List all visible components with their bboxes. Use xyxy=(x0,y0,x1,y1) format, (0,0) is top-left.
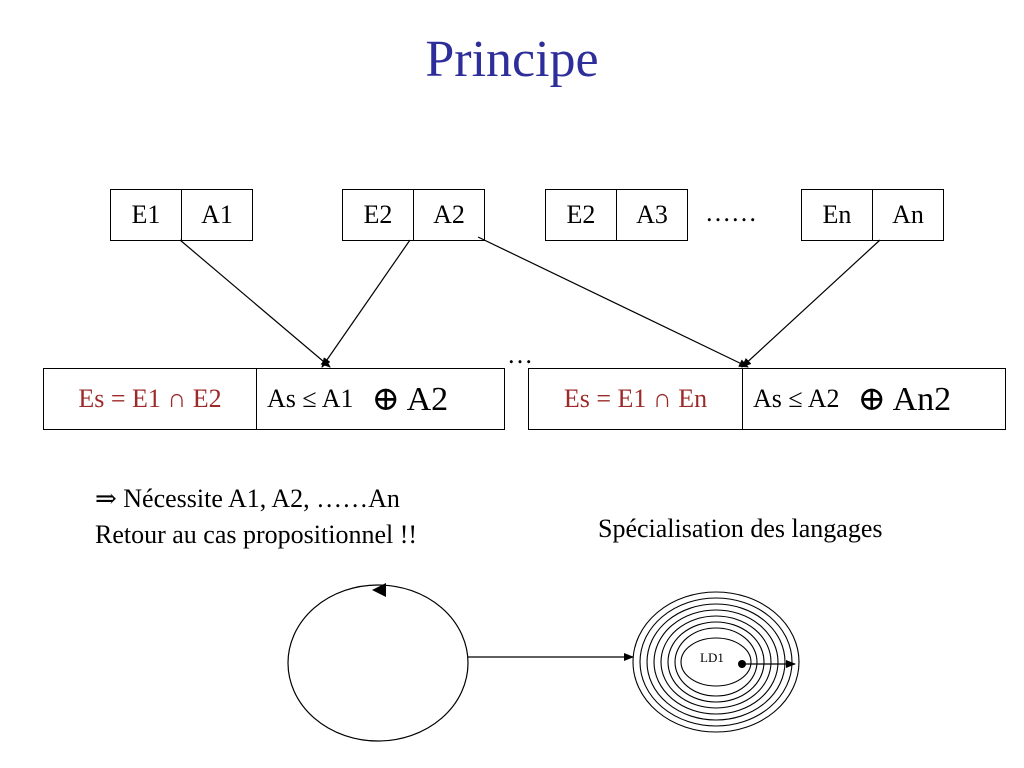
middle-ellipsis: … xyxy=(507,340,533,369)
pair-e-label: En xyxy=(822,200,852,229)
result-operation: As ≤ A1 ⊕ A2 xyxy=(256,369,504,429)
arrow-a2-to-result-2 xyxy=(477,236,749,368)
pair-box-3: E2 A3 xyxy=(545,189,688,241)
pair-e-label: E2 xyxy=(363,200,393,229)
pair-e-label: E2 xyxy=(566,200,596,229)
result-bound-label: As ≤ A1 xyxy=(267,384,354,413)
pair-e-label: E1 xyxy=(131,200,161,229)
cycle-circle xyxy=(287,584,469,742)
arrow-a1-to-result-1 xyxy=(179,239,331,368)
pair-a-label: A3 xyxy=(616,190,687,240)
pair-a-label: A1 xyxy=(181,190,252,240)
result-box-2: Es = E1 ∩ En As ≤ A2 ⊕ An2 xyxy=(528,368,1006,430)
note-line-1: ⇒ Nécessite A1, A2, ……An xyxy=(95,484,400,513)
page-title: Principe xyxy=(425,31,599,88)
note-line-2: Retour au cas propositionnel !! xyxy=(95,520,418,549)
specialisation-label: Spécialisation des langages xyxy=(598,514,883,543)
pair-box-2: E2 A2 xyxy=(342,189,485,241)
result-operation: As ≤ A2 ⊕ An2 xyxy=(742,369,1005,429)
arrow-e2-to-result-1 xyxy=(321,239,411,368)
pair-a-label: An xyxy=(872,190,943,240)
pairs-ellipsis: …… xyxy=(705,198,757,227)
result-oplus-label: ⊕ A2 xyxy=(371,381,449,418)
result-box-1: Es = E1 ∩ E2 As ≤ A1 ⊕ A2 xyxy=(43,368,505,430)
pair-box-1: E1 A1 xyxy=(110,189,253,241)
ld1-label: LD1 xyxy=(700,650,724,665)
result-bound-label: As ≤ A2 xyxy=(753,384,840,413)
result-intersection-label: Es = E1 ∩ E2 xyxy=(78,384,222,413)
result-intersection-label: Es = E1 ∩ En xyxy=(563,384,708,413)
arrow-an-to-result-2 xyxy=(741,239,881,368)
pair-a-label: A2 xyxy=(413,190,484,240)
cycle-arrowhead-icon xyxy=(372,583,386,597)
pair-box-4: En An xyxy=(801,189,944,241)
result-oplus-label: ⊕ An2 xyxy=(857,381,952,418)
concentric-rings xyxy=(632,591,800,733)
